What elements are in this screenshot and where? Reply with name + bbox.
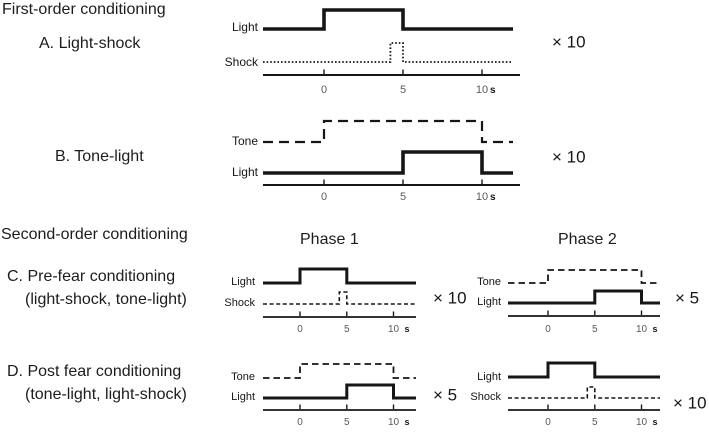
panel-c-subtitle: (light-shock, tone-light) — [25, 291, 187, 308]
trace-light-label: Light — [477, 296, 501, 308]
panel-c-title: C. Pre-fear conditioning — [7, 268, 176, 285]
trace-tone-label: Tone — [477, 276, 501, 288]
axis-unit-label: s — [490, 192, 496, 203]
repetitions-label-c2: × 5 — [675, 289, 699, 308]
trace-light-label: Light — [232, 165, 259, 179]
tick-label: 10 — [636, 417, 648, 428]
tick-label: 10 — [388, 324, 400, 335]
tick-label: 0 — [545, 417, 551, 428]
repetitions-label-d1: × 5 — [433, 386, 457, 405]
trace-light-label: Light — [231, 276, 255, 288]
tick-label: 10 — [636, 324, 648, 335]
tick-label: 5 — [344, 417, 350, 428]
trace-tone-label: Tone — [231, 371, 255, 383]
trace-light-line — [263, 383, 416, 400]
tick-label: 0 — [321, 191, 327, 203]
tick-label: 10 — [476, 191, 488, 203]
panel-b-title: B. Tone-light — [55, 148, 144, 165]
trace-shock-label: Shock — [225, 55, 259, 69]
trace-light-label: Light — [477, 371, 501, 383]
trace-light-line — [263, 150, 513, 175]
tick-label: 0 — [297, 417, 303, 428]
second-order-heading: Second-order conditioning — [1, 226, 188, 243]
tick-label: 5 — [344, 324, 350, 335]
panel-d-subtitle: (tone-light, light-shock) — [25, 386, 187, 403]
trace-shock-label: Shock — [470, 391, 501, 403]
tick-label: 5 — [400, 191, 406, 203]
trace-tone-line — [508, 269, 660, 284]
axis-unit-label: s — [653, 324, 658, 334]
tick-label: 5 — [400, 84, 406, 96]
tick-label: 5 — [592, 417, 598, 428]
repetitions-label-d2: × 10 — [673, 394, 707, 413]
trace-light-line — [263, 8, 513, 31]
panel-a-title: A. Light-shock — [39, 35, 141, 52]
axis-unit-label: s — [405, 324, 410, 334]
axis-unit-label: s — [490, 85, 496, 96]
repetitions-label-c1: × 10 — [433, 289, 467, 308]
tick-label: 0 — [297, 324, 303, 335]
trace-light-label: Light — [231, 391, 255, 403]
axis-unit-label: s — [653, 417, 658, 427]
trace-shock-line — [508, 386, 660, 399]
phase-2-heading: Phase 2 — [558, 231, 617, 248]
tick-label: 5 — [592, 324, 598, 335]
panel-d-title: D. Post fear conditioning — [7, 363, 182, 380]
tick-label: 10 — [388, 417, 400, 428]
trace-shock-line — [263, 42, 513, 63]
phase-1-heading: Phase 1 — [300, 231, 359, 248]
trace-light-line — [508, 289, 660, 305]
trace-tone-line — [263, 119, 513, 144]
trace-shock-label: Shock — [224, 297, 255, 309]
tick-label: 10 — [476, 84, 488, 96]
axis-unit-label: s — [405, 417, 410, 427]
trace-shock-line — [263, 291, 416, 305]
trace-light-label: Light — [232, 20, 259, 34]
trace-light-line — [263, 267, 416, 285]
trace-light-line — [508, 361, 660, 379]
repetitions-label-a: × 10 — [552, 33, 586, 52]
trace-tone-label: Tone — [232, 134, 258, 148]
first-order-heading: First-order conditioning — [2, 1, 166, 18]
trace-tone-line — [263, 363, 416, 379]
tick-label: 0 — [321, 84, 327, 96]
repetitions-label-b: × 10 — [552, 148, 586, 167]
tick-label: 0 — [545, 324, 551, 335]
